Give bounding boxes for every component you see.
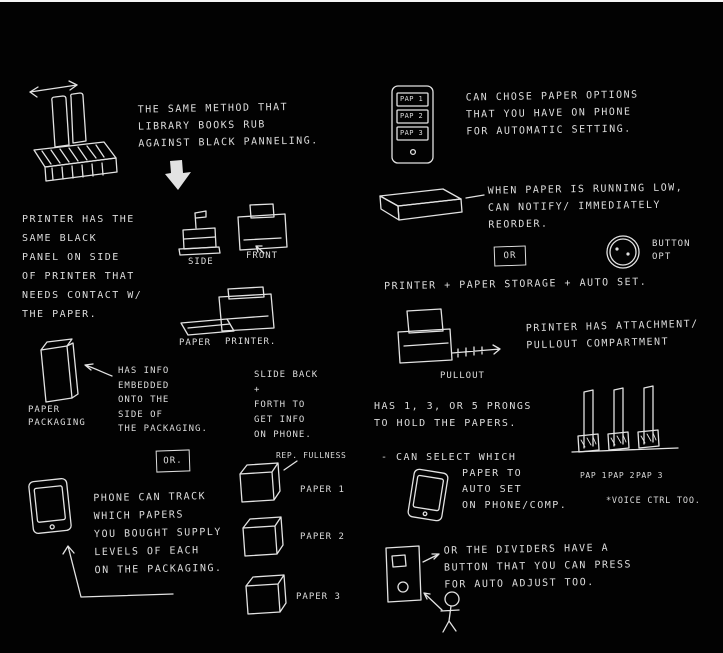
flat-printer-sketch	[379, 188, 485, 221]
printer-front-sketch	[237, 203, 288, 254]
printer-side-sketch	[178, 210, 221, 256]
packaging-label: PAPER PACKAGING	[28, 405, 86, 428]
paper-cubes-sketch	[239, 460, 298, 615]
phone-list-item-2: PAP 2	[400, 112, 424, 120]
phone-top-right-sketch	[391, 85, 434, 164]
paper-label: PAPER	[179, 338, 212, 348]
paper-packaging-sketch	[40, 338, 79, 403]
down-arrow	[165, 160, 191, 190]
paper-printer-sketch	[180, 286, 275, 336]
embedded-note: HAS INFO EMBEDDED ONTO THE SIDE OF THE P…	[118, 366, 208, 434]
slide-note: SLIDE BACK + FORTH TO GET INFO ON PHONE.	[254, 370, 319, 440]
side-label: SIDE	[188, 257, 214, 267]
voice-note: *VOICE CTRL TOO.	[606, 496, 701, 506]
pap2-label: PAP 2	[608, 471, 636, 480]
choose-note: CAN CHOSE PAPER OPTIONS THAT YOU HAVE ON…	[465, 89, 639, 138]
phone-track-note: PHONE CAN TRACK WHICH PAPERS YOU BOUGHT …	[93, 491, 223, 577]
top-edge-line	[0, 0, 723, 2]
paper3-label: PAPER 3	[296, 592, 341, 602]
track-arrow	[62, 545, 174, 598]
printer-label: PRINTER.	[225, 337, 277, 347]
front-label: FRONT	[246, 251, 279, 261]
printer-panel-note: PRINTER HAS THE SAME BLACK PANEL ON SIDE…	[22, 214, 143, 320]
paper2-label: PAPER 2	[300, 532, 345, 542]
prongs-note: HAS 1, 3, OR 5 PRONGS TO HOLD THE PAPERS…	[374, 401, 532, 429]
button-sketch	[606, 235, 640, 269]
phone-list-item-1: PAP 1	[400, 95, 424, 103]
pap1-label: PAP 1	[580, 471, 608, 480]
library-books-sketch	[29, 80, 118, 182]
pullout-label: PULLOUT	[440, 371, 485, 381]
running-low-note: WHEN PAPER IS RUNNING LOW, CAN NOTIFY/ I…	[487, 182, 684, 231]
info-arrow	[84, 363, 113, 377]
select-note-rest: PAPER TO AUTO SET ON PHONE/COMP.	[462, 468, 568, 511]
phone-left-sketch	[28, 478, 72, 534]
or-box-left: OR.	[155, 449, 191, 473]
library-note: THE SAME METHOD THAT LIBRARY BOOKS RUB A…	[137, 101, 319, 150]
button-opt-label: BUTTON OPT	[652, 239, 691, 262]
auto-button-box-sketch	[385, 545, 422, 603]
or-box-right: OR	[493, 245, 527, 267]
stick-figure-sketch	[423, 591, 460, 633]
divider-button-note: OR THE DIVIDERS HAVE A BUTTON THAT YOU C…	[443, 542, 633, 591]
divider-note-arrow	[422, 553, 440, 563]
pullout-printer-sketch	[397, 308, 501, 364]
phone-right-sketch	[407, 468, 449, 522]
paper1-label: PAPER 1	[300, 485, 345, 495]
dividers-sketch	[571, 385, 679, 453]
rep-fullness-label: REP. FULLNESS	[276, 451, 347, 460]
select-note-lead: - CAN SELECT WHICH	[381, 452, 517, 463]
pap3-label: PAP 3	[636, 471, 664, 480]
phone-list-item-3: PAP 3	[400, 129, 424, 137]
attachment-note: PRINTER HAS ATTACHMENT/ PULLOUT COMPARTM…	[525, 318, 699, 352]
